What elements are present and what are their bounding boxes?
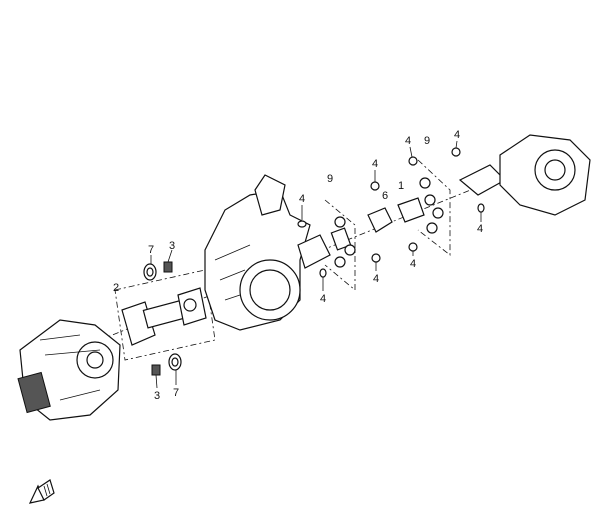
callout-6: 6 (382, 190, 388, 202)
callout-4: 4 (373, 273, 379, 285)
nut-set (297, 140, 485, 291)
callout-1: 1 (398, 180, 404, 192)
callout-4: 4 (320, 293, 326, 305)
callout-2: 2 (113, 282, 119, 294)
front-differential (499, 134, 591, 216)
callout-3: 3 (154, 390, 160, 402)
bolt-washer-set (143, 249, 182, 389)
callout-4: 4 (372, 158, 378, 170)
callout-3: 3 (169, 240, 175, 252)
front-shaft-joint-left (297, 199, 393, 291)
callout-4: 4 (405, 135, 411, 147)
engine (204, 174, 311, 331)
callout-4: 4 (299, 193, 305, 205)
rear-differential (17, 319, 121, 421)
callout-7: 7 (173, 387, 179, 399)
callout-4: 4 (410, 258, 416, 270)
front-direction-arrow-icon (28, 479, 55, 504)
rear-propeller-shaft (114, 269, 216, 361)
front-shaft-joint-right (397, 159, 506, 256)
callout-7: 7 (148, 244, 154, 256)
callout-4: 4 (477, 223, 483, 235)
callout-9: 9 (424, 135, 430, 147)
callout-4: 4 (454, 129, 460, 141)
callout-9: 9 (327, 173, 333, 185)
